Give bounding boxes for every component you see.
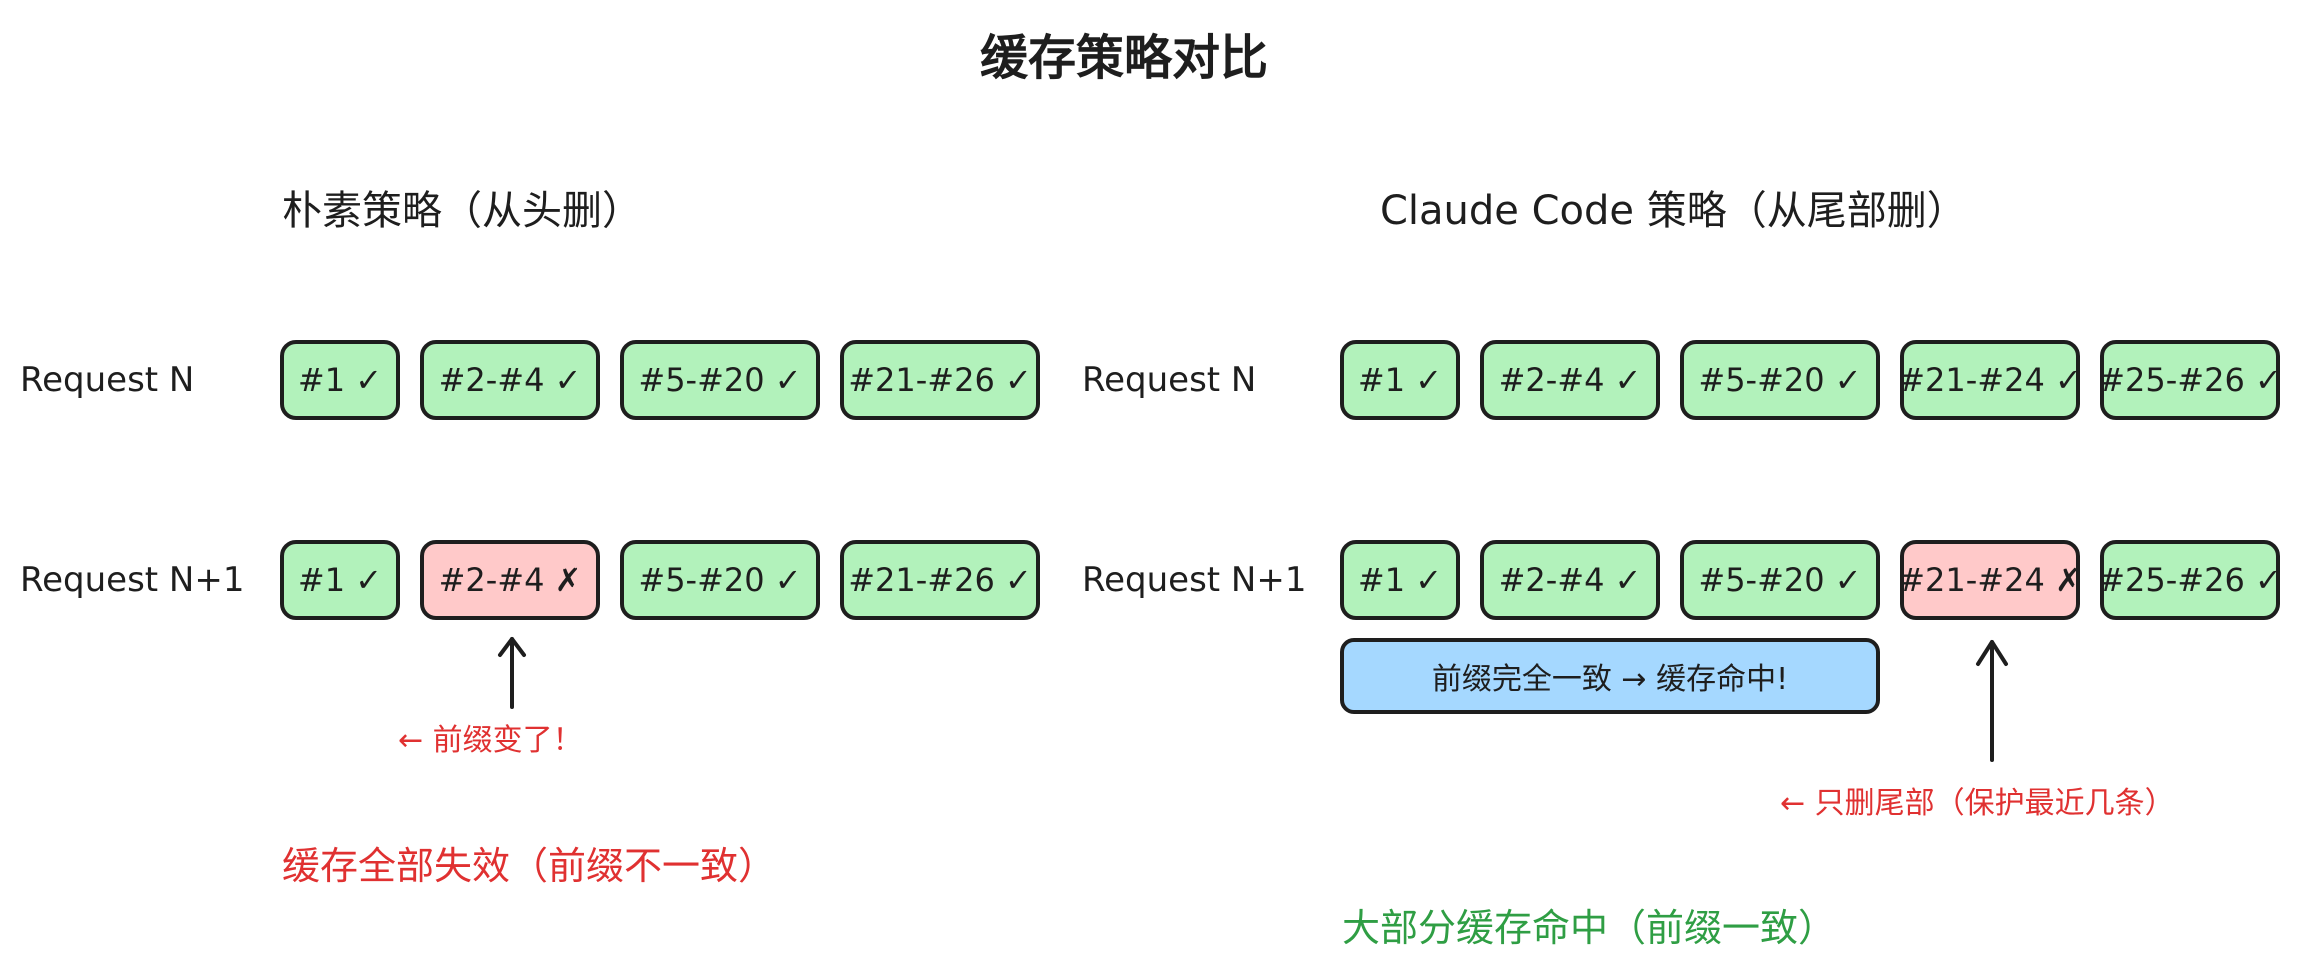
right-request-n1-block-5: #25-#26 ✓ [2100,540,2280,620]
right-request-n-block-1: #1 ✓ [1340,340,1460,420]
left-request-n1-block-2-changed: #2-#4 ✗ [420,540,600,620]
right-request-n-block-5: #25-#26 ✓ [2100,340,2280,420]
right-request-n1-block-3: #5-#20 ✓ [1680,540,1880,620]
left-arrow-note: ← 前缀变了！ [398,723,583,758]
left-request-n1-block-3: #5-#20 ✓ [620,540,820,620]
cache-hit-banner: 前缀完全一致 → 缓存命中! [1340,638,1880,714]
left-request-n1-block-4: #21-#26 ✓ [840,540,1040,620]
left-up-arrow-icon [498,637,526,709]
right-request-n1-block-1: #1 ✓ [1340,540,1460,620]
left-request-n-block-4: #21-#26 ✓ [840,340,1040,420]
right-request-n-block-3: #5-#20 ✓ [1680,340,1880,420]
left-request-n-block-2: #2-#4 ✓ [420,340,600,420]
right-result-text: 大部分缓存命中（前缀一致） [1342,906,1837,950]
left-row-label-request-n-plus-1: Request N+1 [20,560,245,600]
left-section-heading: 朴素策略（从头删） [282,188,642,234]
right-request-n-block-4: #21-#24 ✓ [1900,340,2080,420]
left-request-n-block-1: #1 ✓ [280,340,400,420]
diagram-title: 缓存策略对比 [980,30,1269,86]
right-up-arrow-icon [1976,640,2008,762]
left-row-label-request-n: Request N [20,360,195,400]
right-arrow-note: ← 只删尾部（保护最近几条） [1780,786,2175,821]
right-row-label-request-n: Request N [1082,360,1257,400]
right-row-label-request-n-plus-1: Request N+1 [1082,560,1307,600]
left-request-n-block-3: #5-#20 ✓ [620,340,820,420]
right-request-n1-block-2: #2-#4 ✓ [1480,540,1660,620]
right-request-n-block-2: #2-#4 ✓ [1480,340,1660,420]
left-request-n1-block-1: #1 ✓ [280,540,400,620]
left-result-text: 缓存全部失效（前缀不一致） [282,844,777,888]
right-request-n1-block-4-removed: #21-#24 ✗ [1900,540,2080,620]
right-section-heading: Claude Code 策略（从尾部删） [1380,188,1967,234]
